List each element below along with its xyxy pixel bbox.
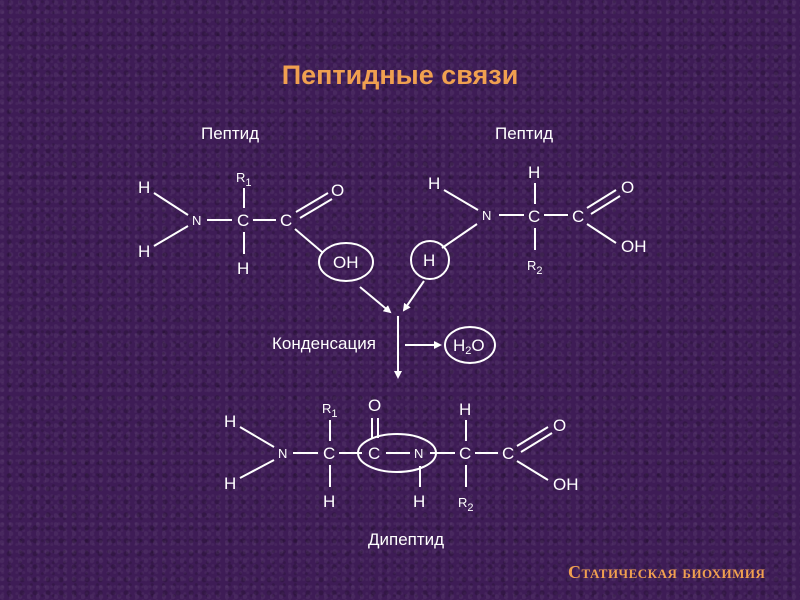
bond-h-n-top-dipeptide [239,426,275,448]
label-peptide-right: Пептид [495,124,554,143]
bond-h-n-bottom-dipeptide [239,459,275,479]
footer-caption: Статическая биохимия [568,562,766,582]
atom-oh-right: OH [621,237,647,256]
atom-c4-carboxyl-dipeptide: C [502,444,514,463]
atom-h-bottom-dipeptide: H [224,474,236,493]
atom-h-c3-dipeptide: H [459,400,471,419]
bond-c-o-double-right-b [590,195,621,215]
water-circle [444,326,496,364]
atom-h-alpha-right: H [528,163,540,182]
atom-c-carboxyl-right: C [572,207,584,226]
bond-n-h-right [441,223,478,249]
atom-c-carbonyl-dipeptide: C [368,444,380,463]
atom-c1-alpha-dipeptide: C [323,444,335,463]
oh-circle [318,242,374,282]
bond-h-n-top-right [443,189,479,211]
bond-c-oh [294,228,323,253]
bond-c4-o-double-b [520,432,553,453]
label-peptide-left: Пептид [201,124,260,143]
atom-o-carbonyl-dipeptide: O [368,396,381,415]
bond-c4-o-double-a [516,426,549,447]
atom-h-c1-dipeptide: H [323,492,335,511]
atom-h-bottom-left: H [138,242,150,261]
atom-n-left: N [192,213,201,228]
left-amino-acid: H H N C R1 H C O OH [138,170,374,282]
atom-h-top-right: H [428,174,440,193]
atom-o-left: O [331,181,344,200]
atom-r1-dipeptide: R1 [322,401,338,420]
atom-c-alpha-right: C [528,207,540,226]
condensation-arrows: H2O [359,280,496,379]
atom-r2-right: R2 [527,258,543,277]
bond-c-oh-right [586,223,617,244]
atom-n1-dipeptide: N [278,446,287,461]
arrow-oh-to-center [359,286,392,314]
right-amino-acid: H N H C H R2 C O OH [410,163,647,280]
atom-n-right: N [482,208,491,223]
atom-c-carboxyl-left: C [280,211,292,230]
label-dipeptide: Дипептид [368,530,445,549]
atom-c-alpha-left: C [237,211,249,230]
dipeptide: H H N C R1 H C O N H C H R2 C O OH [224,396,579,514]
page-title: Пептидные связи [281,60,519,90]
atom-o-carboxyl-dipeptide: O [553,416,566,435]
atom-h-alpha-left: H [237,259,249,278]
atom-h-n2-dipeptide: H [413,492,425,511]
atom-h-lower-right: H [423,251,435,270]
atom-r1-left: R1 [236,170,252,189]
atom-n2-dipeptide: N [414,446,423,461]
label-condensation: Конденсация [272,334,376,353]
bond-c4-oh [516,460,549,481]
water-molecule: H2O [453,336,485,357]
atom-h-top-left: H [138,178,150,197]
atom-oh-left: OH [333,253,359,272]
bond-c-o-double-a [295,192,329,213]
atom-r2-dipeptide: R2 [458,495,474,514]
atom-h-top-dipeptide: H [224,412,236,431]
h-circle [410,240,450,280]
atom-o-right: O [621,178,634,197]
arrow-h-to-center [402,280,425,312]
bond-c-o-double-right-a [586,189,617,209]
atom-oh-dipeptide: OH [553,475,579,494]
bond-h-n-top [153,192,189,216]
bond-c-o-double-b [299,198,333,219]
bond-h-n-bottom [153,225,189,247]
atom-c3-alpha-dipeptide: C [459,444,471,463]
